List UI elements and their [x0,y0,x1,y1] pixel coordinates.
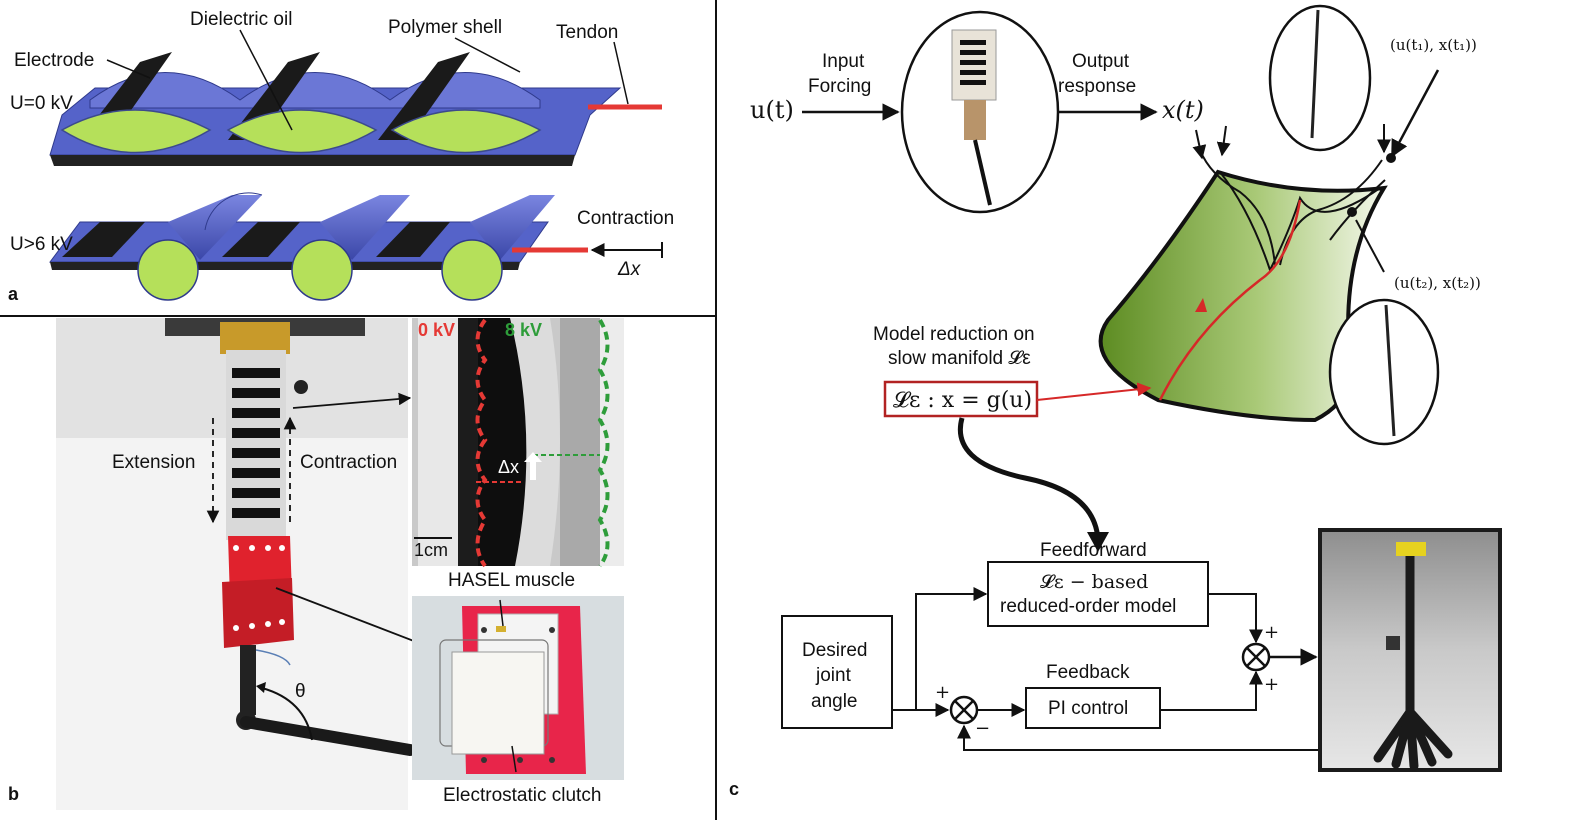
desired-line-1: Desired [802,640,867,661]
output-link [240,716,416,756]
panel-c-letter: c [729,779,739,799]
output-x-label: x(t) [1162,96,1204,124]
pi-control-label: PI control [1048,698,1128,719]
hasel-inset: 0 kV 8 kV Δx 1cm [412,318,624,568]
muscle-electrodes [232,368,280,518]
reduced-model-line-2: reduced-order model [1000,596,1176,617]
delta-x-label: Δx [617,259,642,280]
electrode-label: Electrode [14,50,94,71]
panel-a: Electrode Dielectric oil Polymer shell T… [8,9,674,304]
voltage-zero-label: U=0 kV [10,93,73,114]
clutch-label: Electrostatic clutch [443,785,601,806]
panel-b: Extension Contraction θ 0 kV 8 kV Δx [8,318,624,810]
point-1-label: (u(t₁), x(t₁)) [1390,36,1477,54]
feedback-label: Feedback [1046,662,1130,683]
plus-sign-fb: + [1264,674,1279,695]
clutch-inset [412,596,624,780]
state-ellipse-2 [1328,298,1440,446]
model-reduction-2: slow manifold 𝓛ε [888,348,1031,369]
theta-label: θ [295,681,306,702]
plus-sign-ref: + [935,682,950,703]
input-u-label: u(t) [750,96,794,124]
oil-cylinder-2 [291,239,353,301]
voltage-high-label: U>6 kV [10,234,73,255]
kv-zero-label: 0 kV [418,320,455,340]
point-2-label: (u(t₂), x(t₂)) [1394,274,1481,292]
desired-line-3: angle [811,691,858,712]
contraction-label: Contraction [577,208,674,229]
output-response-1: Output [1072,51,1130,72]
input-forcing-1: Input [822,51,865,72]
manifold-equation-box [883,380,1039,418]
reduced-model-box [987,561,1209,627]
reduced-model-line-1: 𝓛ε − based [1040,571,1148,593]
hasel-delta-x: Δx [498,457,519,477]
panel-a-letter: a [8,284,19,304]
desired-line-2: joint [815,665,852,686]
polymer-shell-label: Polymer shell [388,17,502,38]
hasel-muscle-label: HASEL muscle [448,570,575,591]
oil-cylinder-1 [137,239,199,301]
contraction-label-b: Contraction [300,452,397,473]
minus-sign-fb: − [975,718,990,739]
input-forcing-2: Forcing [808,76,871,97]
trajectory-curve [1158,199,1302,401]
summing-junction-feedback [949,695,979,725]
model-reduction-1: Model reduction on [873,324,1035,345]
oil-cylinder-3 [441,239,503,301]
extension-label: Extension [112,452,195,473]
panel-c: u(t) Input Forcing Output response x(t) … [729,4,1502,799]
scale-bar-label: 1cm [414,540,448,560]
summing-junction-output [1241,642,1271,672]
dielectric-oil-label: Dielectric oil [190,9,292,30]
output-response-2: response [1058,76,1136,97]
plus-sign-ff: + [1264,622,1279,643]
feedforward-label: Feedforward [1040,540,1147,561]
kv-eight-label: 8 kV [505,320,542,340]
pi-control-box [1025,687,1161,729]
actuator-contracted [49,192,588,301]
state-ellipse-1 [1268,4,1372,152]
actuator-relaxed [49,52,662,166]
panel-b-letter: b [8,784,19,804]
manifold-equation: 𝓛ε : x = g(u) [893,388,1032,413]
tendon-label: Tendon [556,22,618,43]
desired-angle-box [781,615,893,729]
